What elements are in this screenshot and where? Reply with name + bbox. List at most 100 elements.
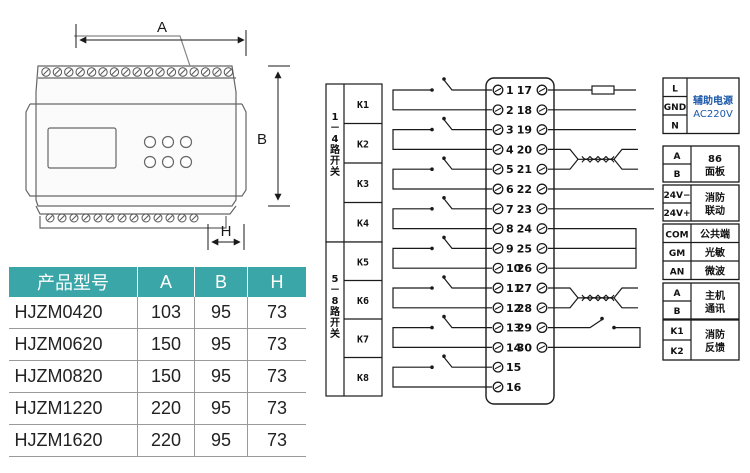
fuse-icon <box>591 85 615 95</box>
screw-slot <box>65 69 72 75</box>
terminal-number: 22 <box>517 183 532 196</box>
contact-dot <box>442 354 446 359</box>
block-subtitle: 通讯 <box>705 302 725 315</box>
relay-switch-loop <box>392 275 492 309</box>
terminal-slot <box>538 87 546 93</box>
right-wiring <box>548 85 654 348</box>
terminal-slot <box>494 384 502 390</box>
terminal-right: 18 <box>517 104 548 117</box>
relay-wire <box>392 158 492 190</box>
terminal-left: 6 <box>492 183 514 196</box>
relay-switch-loop <box>392 77 492 111</box>
terminal-right: 26 <box>517 262 548 275</box>
block-subtitle: 联动 <box>705 204 725 217</box>
screw-slot <box>122 69 129 75</box>
terminal-number: 23 <box>517 203 532 216</box>
button-icon <box>143 155 157 169</box>
block-subtitle: AC220V <box>693 109 733 120</box>
screw-slot <box>225 69 232 75</box>
terminal-left: 2 <box>492 104 514 117</box>
terminal-number: 28 <box>517 302 532 315</box>
group-label-char: － <box>330 123 340 134</box>
twist-mark <box>581 158 591 163</box>
terminal-block <box>485 77 555 405</box>
relay-wire <box>392 119 492 150</box>
relay-switch-loop <box>392 354 492 388</box>
screw-slot <box>214 69 220 75</box>
block-row-label: 24V+ <box>663 209 690 219</box>
screw-slot <box>54 69 61 75</box>
group-label-char: 开 <box>330 317 340 329</box>
relay-switch-loop <box>392 235 492 269</box>
terminal-right: 29 <box>517 322 548 335</box>
twist-mark <box>589 158 599 163</box>
contact-dot <box>430 88 434 92</box>
screw-slot <box>83 215 89 221</box>
screw-slot <box>191 69 198 75</box>
terminal-number: 7 <box>506 203 514 216</box>
relay-wire <box>392 238 492 269</box>
terminal-number: 13 <box>506 322 521 335</box>
dim-label-h: H <box>221 223 232 240</box>
contact-dot <box>442 314 446 319</box>
terminal-number: 5 <box>506 163 514 176</box>
screw-slot <box>167 215 173 221</box>
block-row-label: GM <box>669 249 685 259</box>
terminal-slot <box>494 226 502 231</box>
terminal-left: 11 <box>492 282 521 295</box>
screw-slot <box>47 215 53 221</box>
contact-dot <box>442 156 446 160</box>
contact-dot <box>442 77 446 81</box>
table-header: 产品型号 <box>8 267 138 297</box>
terminal-slot <box>538 167 546 172</box>
twisted-pair <box>548 297 638 309</box>
terminal-right: 21 <box>517 163 548 176</box>
relay-label: K2 <box>357 139 369 150</box>
relay-wire <box>392 356 492 388</box>
terminal-number: 17 <box>517 84 532 97</box>
terminal-number: 26 <box>517 262 533 275</box>
terminal-left: 15 <box>492 361 521 374</box>
table-cell: HJZM0620 <box>8 328 138 361</box>
button-icon <box>161 155 175 169</box>
block-row-label: COM <box>665 230 688 240</box>
screw-slot <box>77 69 84 75</box>
table-cell: HJZM0420 <box>8 297 138 329</box>
screw-slot <box>59 215 65 221</box>
contact-dot <box>430 325 434 330</box>
terminal-slot <box>538 285 546 291</box>
block-desc: 微波 <box>704 264 726 277</box>
block-row-label: GND <box>664 103 686 113</box>
table-cell: 95 <box>194 424 248 457</box>
block-row-label: B <box>674 170 681 180</box>
terminal-number: 3 <box>506 124 514 137</box>
group-label-char: 关 <box>330 165 340 178</box>
block-title: 辅助电源 <box>693 94 733 107</box>
table-header: A <box>137 267 195 297</box>
terminal-screws-top <box>41 67 234 77</box>
screw-slot <box>143 215 149 221</box>
table-cell: 73 <box>247 297 306 329</box>
terminal-left: 1 <box>492 84 514 97</box>
block-desc: 光敏 <box>704 246 725 259</box>
contact-dot <box>442 235 446 240</box>
contact-dot <box>430 167 434 171</box>
terminal-number: 4 <box>506 143 514 156</box>
screw-slot <box>179 215 185 221</box>
screw-slot <box>88 69 95 75</box>
model-table: 产品型号 A B H HJZM0420 103 95 73 HJZM0620 1… <box>8 267 306 457</box>
terminal-number: 1 <box>506 84 514 97</box>
terminal-left: 7 <box>492 203 514 216</box>
contact-dot <box>430 286 434 290</box>
relay-label: K3 <box>357 179 369 190</box>
terminal-slot <box>494 107 502 112</box>
terminal-number: 16 <box>506 381 522 394</box>
screw-slot <box>100 69 106 75</box>
terminal-right: 17 <box>517 84 548 97</box>
table-header: H <box>247 267 306 297</box>
display-window <box>47 127 117 169</box>
terminal-number: 30 <box>517 341 533 354</box>
block-row-label: K2 <box>670 347 683 357</box>
device-drawing <box>25 35 247 229</box>
terminal-number: 27 <box>517 282 532 295</box>
